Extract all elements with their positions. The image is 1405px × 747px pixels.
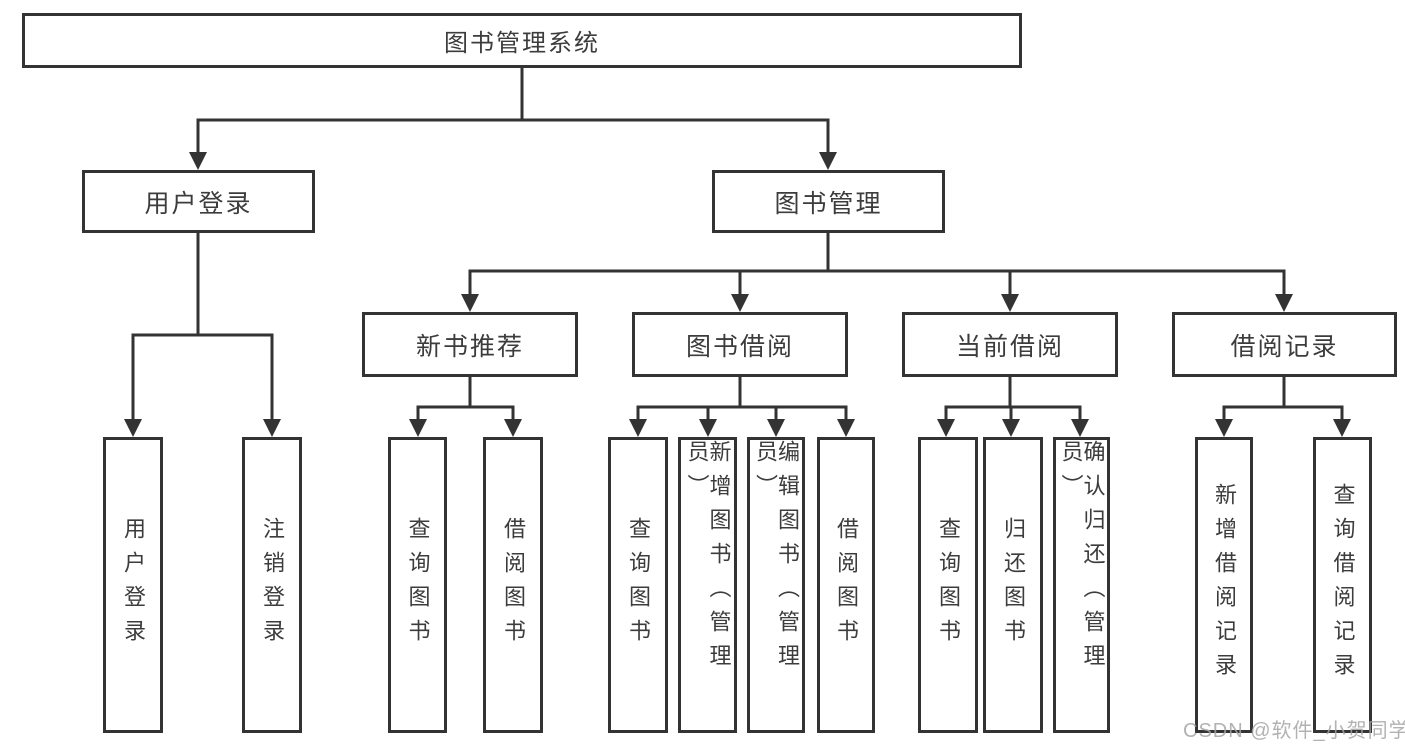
node-new-book-recommend-label: 新书推荐 [415, 332, 524, 361]
leaf-borrow-books-2: 借阅图书 [817, 437, 875, 733]
leaf-add-borrow-record-label: 新增借阅记录 [1212, 483, 1237, 687]
node-root: 图书管理系统 [22, 13, 1022, 68]
node-current-borrowing: 当前借阅 [902, 312, 1118, 377]
leaf-add-book-admin-label: 新增图书（管理员） [684, 440, 732, 678]
node-user-login-label: 用户登录 [144, 189, 253, 218]
leaf-return-books-label: 归还图书 [1001, 517, 1026, 653]
leaf-query-borrow-record-label: 查询借阅记录 [1330, 483, 1356, 687]
leaf-logout: 注销登录 [242, 437, 302, 733]
leaf-logout-label: 注销登录 [260, 517, 285, 653]
leaf-query-books-2: 查询图书 [608, 437, 668, 733]
node-root-label: 图书管理系统 [444, 30, 600, 57]
leaf-query-books-1-label: 查询图书 [405, 517, 431, 653]
leaf-user-login-label: 用户登录 [121, 517, 146, 653]
leaf-query-books-3-label: 查询图书 [936, 517, 961, 653]
leaf-return-books: 归还图书 [983, 437, 1043, 733]
watermark: CSDN @软件_小贺同学 [1183, 720, 1405, 742]
leaf-confirm-return-admin-label: 确认归还（管理员） [1058, 440, 1106, 678]
leaf-add-borrow-record: 新增借阅记录 [1195, 437, 1253, 733]
node-current-borrowing-label: 当前借阅 [955, 332, 1064, 361]
leaf-edit-book-admin: 编辑图书（管理员） [747, 437, 805, 733]
leaf-borrow-books-1: 借阅图书 [483, 437, 543, 733]
leaf-add-book-admin: 新增图书（管理员） [678, 437, 737, 733]
leaf-borrow-books-2-label: 借阅图书 [834, 517, 859, 653]
leaf-query-books-3: 查询图书 [918, 437, 978, 733]
node-user-login: 用户登录 [82, 170, 315, 233]
node-book-borrowing: 图书借阅 [632, 312, 848, 377]
node-borrowing-records: 借阅记录 [1172, 312, 1397, 377]
leaf-query-borrow-record: 查询借阅记录 [1313, 437, 1372, 733]
leaf-query-books-1: 查询图书 [388, 437, 447, 733]
leaf-edit-book-admin-label: 编辑图书（管理员） [753, 440, 800, 678]
leaf-confirm-return-admin: 确认归还（管理员） [1053, 437, 1110, 733]
node-book-management: 图书管理 [712, 170, 945, 233]
leaf-borrow-books-1-label: 借阅图书 [501, 517, 526, 653]
node-borrowing-records-label: 借阅记录 [1230, 332, 1339, 361]
leaf-user-login: 用户登录 [103, 437, 163, 733]
leaf-query-books-2-label: 查询图书 [626, 517, 651, 653]
node-book-management-label: 图书管理 [774, 189, 883, 218]
node-new-book-recommend: 新书推荐 [362, 312, 578, 377]
node-book-borrowing-label: 图书借阅 [685, 332, 794, 361]
